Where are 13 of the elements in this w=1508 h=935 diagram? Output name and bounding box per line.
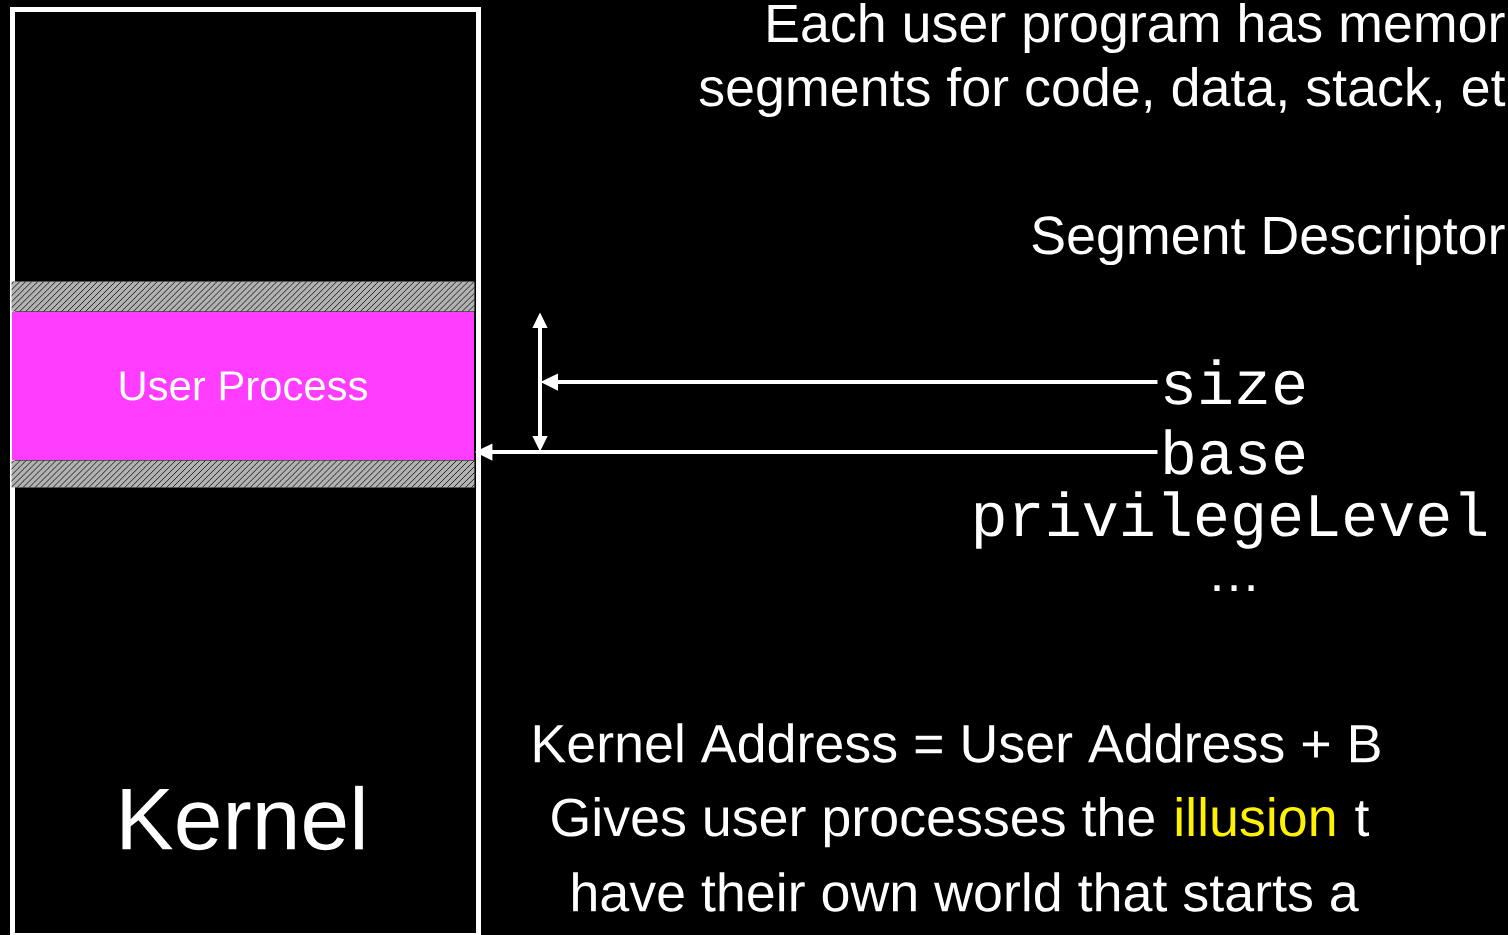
ellipsis: … [1214, 585, 1254, 591]
heading-text: Each user program has memor [768, 2, 1505, 54]
body-text: Kernel Address = User Address + B [534, 723, 1380, 763]
body-text: Gives user processes the [552, 797, 1154, 848]
field-name: size [1164, 359, 1305, 405]
body-text: t [1355, 801, 1370, 837]
process-band: User Process [11, 281, 475, 460]
field-name: privilegeLevel [975, 491, 1486, 549]
heading-text: segments for code, data, stack, et [699, 66, 1506, 118]
highlight-text: illusion [1176, 797, 1335, 837]
field-name: base [1165, 429, 1305, 475]
body-text: have their own world that starts a [573, 872, 1359, 912]
heading-text: Segment Descriptor [1032, 214, 1505, 266]
